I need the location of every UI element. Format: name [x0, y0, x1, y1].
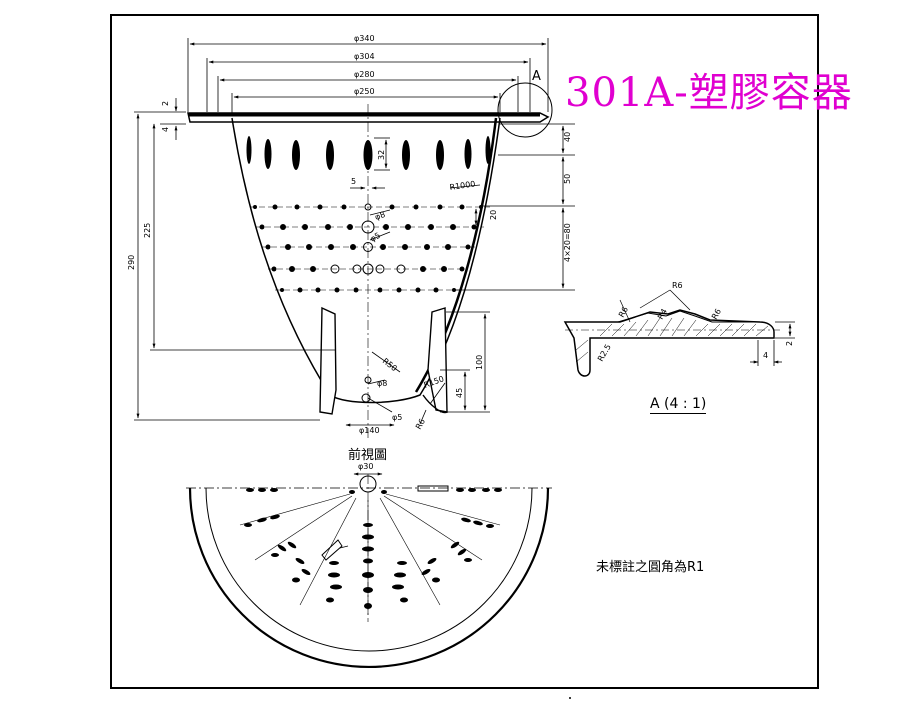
detail-marker: A — [532, 69, 541, 84]
right-dimensions — [345, 123, 575, 427]
dim-r1000: R1000 — [449, 179, 476, 192]
dim-d30: φ30 — [358, 462, 373, 471]
dim-d8-top: φ8 — [374, 210, 387, 222]
det-r6c: R6 — [710, 307, 723, 321]
dimension-texts: φ340 φ304 φ280 φ250 2 4 225 290 40 50 4×… — [127, 34, 572, 435]
dim-w5: 5 — [351, 177, 356, 186]
det-4: 4 — [763, 351, 768, 360]
det-r25: R2.5 — [596, 343, 613, 363]
slot-row-top — [246, 136, 491, 170]
hole-row-axes — [250, 206, 492, 291]
stray-dot — [569, 697, 571, 699]
front-view-label: 前視圖 — [348, 448, 388, 463]
dim-d280: φ280 — [354, 70, 375, 79]
dim-d140: φ140 — [359, 426, 380, 435]
dim-h4: 4 — [161, 127, 170, 132]
dim-r50: R50 — [381, 356, 399, 373]
dim-r6-bot: R6 — [414, 417, 427, 431]
drawing-frame — [110, 14, 819, 689]
dim-h45: 45 — [455, 388, 464, 398]
dim-d5-top: φ5 — [369, 231, 382, 244]
dim-h225: 225 — [143, 223, 152, 238]
dim-v50: 50 — [563, 174, 572, 184]
inner-rim-arc — [205, 487, 533, 652]
left-leg — [319, 306, 337, 415]
dim-h2: 2 — [161, 101, 170, 106]
dim-v32: 32 — [377, 150, 386, 160]
det-r6a: R6 — [672, 281, 683, 290]
dim-d250: φ250 — [354, 87, 375, 96]
radial-guides — [239, 493, 501, 615]
detail-callout-circle — [497, 82, 553, 138]
dim-d5-bot: φ5 — [392, 413, 402, 422]
general-note: 未標註之圓角為R1 — [596, 560, 705, 575]
det-2: 2 — [785, 341, 794, 346]
dim-d304: φ304 — [354, 52, 375, 61]
det-r6b: R6 — [617, 305, 630, 319]
detail-view-label: A (4 : 1) — [650, 396, 707, 414]
detail-a-section — [563, 289, 795, 377]
dim-v40: 40 — [563, 132, 572, 142]
dim-v20: 20 — [489, 210, 498, 220]
dim-d340: φ340 — [354, 34, 375, 43]
top-dimensions — [187, 38, 549, 116]
bowl-wall-thick — [414, 117, 498, 393]
radial-slots — [244, 488, 502, 609]
bowl-outline — [231, 117, 501, 404]
right-leg — [427, 307, 448, 413]
dim-d8-bot: φ8 — [377, 379, 387, 388]
drawing-title: 301A-塑膠容器 — [565, 70, 853, 116]
bottom-hole — [361, 393, 371, 403]
outer-rim-arc — [188, 487, 550, 669]
left-dimensions — [134, 98, 335, 421]
dim-h290: 290 — [127, 255, 136, 270]
front-view — [187, 104, 550, 440]
dim-h100: 100 — [475, 355, 484, 370]
top-view — [186, 472, 552, 669]
dim-v4x20: 4×20=80 — [563, 223, 572, 262]
